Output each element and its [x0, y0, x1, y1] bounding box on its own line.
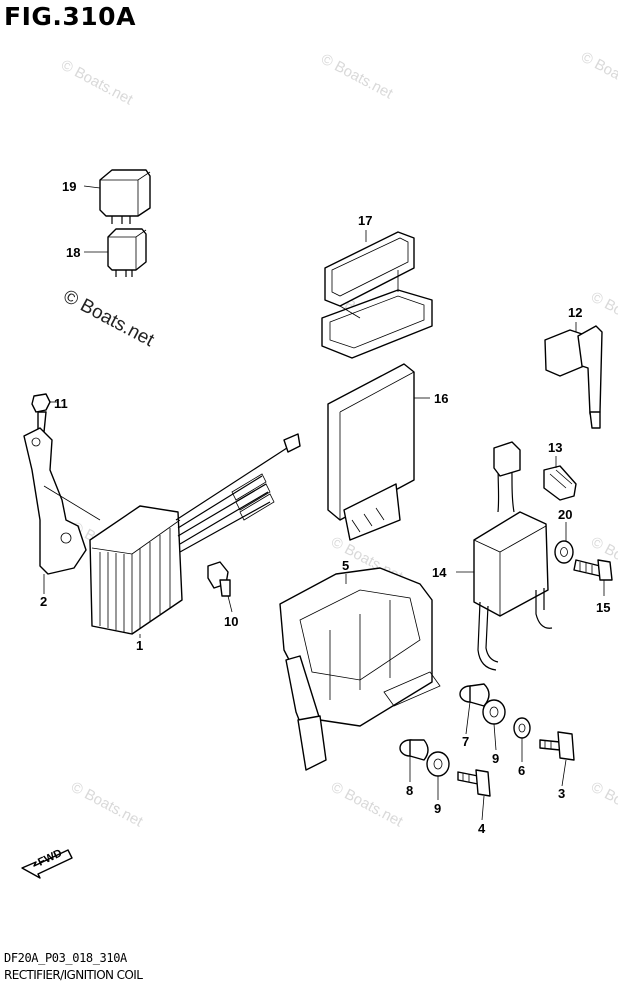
callout-9-lower: 9: [434, 801, 441, 816]
callout-20: 20: [558, 507, 572, 522]
part-bolt-15[interactable]: [573, 559, 613, 581]
callout-12: 12: [568, 305, 582, 320]
part-collar-9-lower[interactable]: [426, 751, 450, 777]
part-bolt-4[interactable]: [457, 769, 491, 797]
callout-10: 10: [224, 614, 238, 629]
callout-4: 4: [478, 821, 486, 836]
callout-8: 8: [406, 783, 413, 798]
part-grommet-7[interactable]: [459, 683, 490, 707]
part-bolt-3[interactable]: [539, 731, 575, 761]
callout-13: 13: [548, 440, 562, 455]
callout-3: 3: [558, 786, 565, 801]
callout-1: 1: [136, 638, 143, 653]
figure-title: FIG.310A: [4, 2, 136, 31]
part-clamp-13[interactable]: [543, 465, 577, 501]
leader-lines: [43, 185, 605, 821]
part-plug-cap-12[interactable]: [544, 325, 603, 429]
callout-17: 17: [358, 213, 372, 228]
watermark: © Boats.net: [328, 779, 406, 831]
part-washer-6[interactable]: [513, 717, 531, 739]
callout-6: 6: [518, 763, 525, 778]
part-collar-9-upper[interactable]: [482, 699, 506, 725]
callout-14: 14: [432, 565, 447, 580]
callout-11: 11: [54, 396, 68, 411]
part-relay-18[interactable]: [107, 228, 147, 277]
watermark-strong: © Boats.net: [60, 286, 158, 352]
part-bracket-2[interactable]: [23, 427, 101, 575]
watermark: © Boats.net: [588, 779, 618, 831]
callout-18: 18: [66, 245, 80, 260]
callout-7: 7: [462, 734, 469, 749]
part-ecu-cover-17[interactable]: [321, 231, 433, 359]
watermark: © Boats.net: [58, 57, 136, 109]
part-rectifier-1[interactable]: [89, 433, 301, 635]
watermark: © Boats.net: [318, 51, 396, 103]
callout-19: 19: [62, 179, 76, 194]
part-grommet-8[interactable]: [399, 739, 429, 761]
watermark: © Boats.net: [578, 49, 618, 101]
part-holder-5[interactable]: [279, 567, 441, 771]
part-bolt-10[interactable]: [207, 561, 231, 597]
callout-9-upper: 9: [492, 751, 499, 766]
watermark: © Boats.net: [68, 779, 146, 831]
callout-2: 2: [40, 594, 47, 609]
callout-labels: 19 18 17 16 12 13 14 20 15 11 2 1 10 5 7…: [40, 179, 610, 836]
part-washer-20[interactable]: [554, 540, 574, 564]
figure-name: RECTIFIER/IGNITION COIL: [4, 968, 143, 982]
figure-code: DF20A_P03_018_310A: [4, 951, 127, 965]
part-bolt-11[interactable]: [31, 393, 51, 433]
callout-16: 16: [434, 391, 448, 406]
part-ignition-coil-14[interactable]: [473, 441, 553, 671]
part-relay-19[interactable]: [99, 169, 151, 224]
part-ecu-16[interactable]: [327, 363, 415, 541]
callout-5: 5: [342, 558, 349, 573]
fwd-arrow-icon: FWD: [21, 847, 73, 879]
callout-15: 15: [596, 600, 610, 615]
